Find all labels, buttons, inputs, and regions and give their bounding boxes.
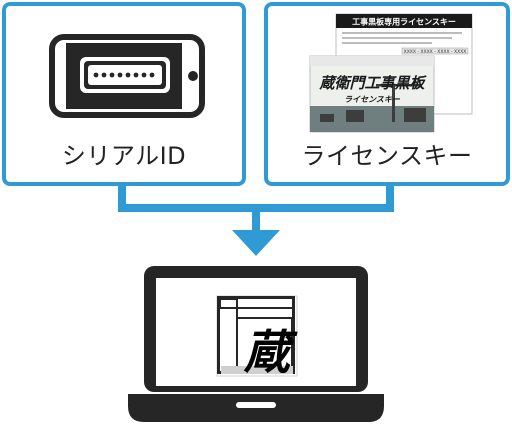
sheet-key: XXXX - XXXX - XXXX - XXXX [404, 49, 467, 55]
package-box: 蔵衛門工事黒板 ライセンスキー [309, 55, 435, 133]
tablet-serial-icon [49, 34, 205, 118]
app-glyph: 蔵 [243, 325, 298, 379]
sheet-title: 工事黒板専用ライセンスキー [352, 17, 456, 27]
serial-id-label: シリアルID [61, 142, 187, 170]
serial-id-card: シリアルID [2, 2, 246, 186]
license-key-sheet: 工事黒板専用ライセンスキー XXXX - XXXX - XXXX - XXXX … [309, 13, 473, 133]
box-subtitle: ライセンスキー [344, 95, 401, 104]
license-key-label: ライセンスキー [301, 142, 473, 170]
license-key-card: 工事黒板専用ライセンスキー XXXX - XXXX - XXXX - XXXX … [264, 2, 510, 186]
box-title: 蔵衛門工事黒板 [318, 74, 427, 92]
down-arrow-icon [232, 230, 280, 256]
kuraemon-app-icon: 蔵 [216, 295, 298, 379]
